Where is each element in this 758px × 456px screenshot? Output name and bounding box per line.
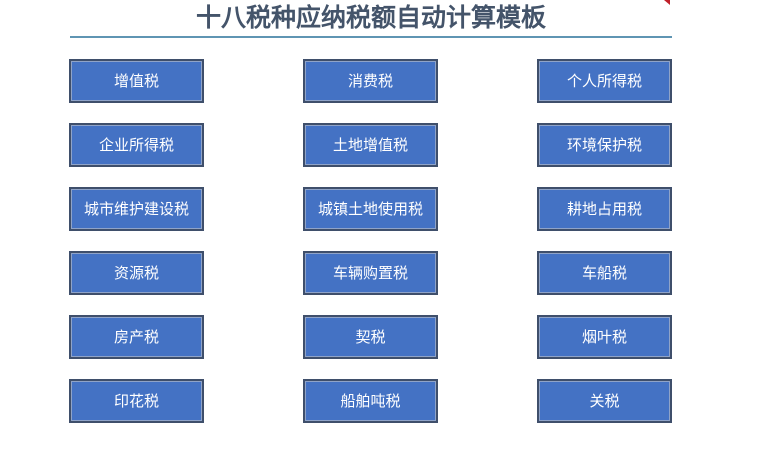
button-label: 关税 (589, 392, 620, 410)
button-urban-land-use-tax[interactable]: 城镇土地使用税 (303, 187, 438, 231)
button-label: 船舶吨税 (340, 392, 401, 410)
button-label: 车船税 (581, 264, 627, 282)
button-label: 耕地占用税 (566, 200, 642, 218)
button-vehicle-vessel-tax[interactable]: 车船税 (537, 251, 672, 295)
button-label: 房产税 (113, 328, 159, 346)
button-individual-income-tax[interactable]: 个人所得税 (537, 59, 672, 103)
button-label: 契税 (355, 328, 386, 346)
button-corporate-income-tax[interactable]: 企业所得税 (69, 123, 204, 167)
button-label: 烟叶税 (581, 328, 627, 346)
button-label: 企业所得税 (98, 136, 174, 154)
button-label: 资源税 (113, 264, 159, 282)
button-vessel-tonnage-tax[interactable]: 船舶吨税 (303, 379, 438, 423)
button-label: 消费税 (347, 72, 393, 90)
button-resource-tax[interactable]: 资源税 (69, 251, 204, 295)
button-land-value-added-tax[interactable]: 土地增值税 (303, 123, 438, 167)
button-label: 车辆购置税 (332, 264, 408, 282)
button-label: 环境保护税 (566, 136, 642, 154)
button-label: 增值税 (113, 72, 159, 90)
button-label: 土地增值税 (332, 136, 408, 154)
button-tobacco-leaf-tax[interactable]: 烟叶税 (537, 315, 672, 359)
button-property-tax[interactable]: 房产税 (69, 315, 204, 359)
button-customs-duty[interactable]: 关税 (537, 379, 672, 423)
comment-indicator-icon (664, 0, 670, 5)
button-label: 印花税 (113, 392, 159, 410)
page-title: 十八税种应纳税额自动计算模板 (195, 3, 546, 32)
button-consumption-tax[interactable]: 消费税 (303, 59, 438, 103)
button-label: 城镇土地使用税 (317, 200, 423, 218)
button-deed-tax[interactable]: 契税 (303, 315, 438, 359)
title-underline (70, 36, 672, 38)
button-value-added-tax[interactable]: 增值税 (69, 59, 204, 103)
button-label: 城市维护建设税 (83, 200, 189, 218)
button-farmland-occupation-tax[interactable]: 耕地占用税 (537, 187, 672, 231)
button-urban-maintenance-tax[interactable]: 城市维护建设税 (69, 187, 204, 231)
button-vehicle-purchase-tax[interactable]: 车辆购置税 (303, 251, 438, 295)
button-stamp-tax[interactable]: 印花税 (69, 379, 204, 423)
button-environmental-protection-tax[interactable]: 环境保护税 (537, 123, 672, 167)
button-label: 个人所得税 (566, 72, 642, 90)
